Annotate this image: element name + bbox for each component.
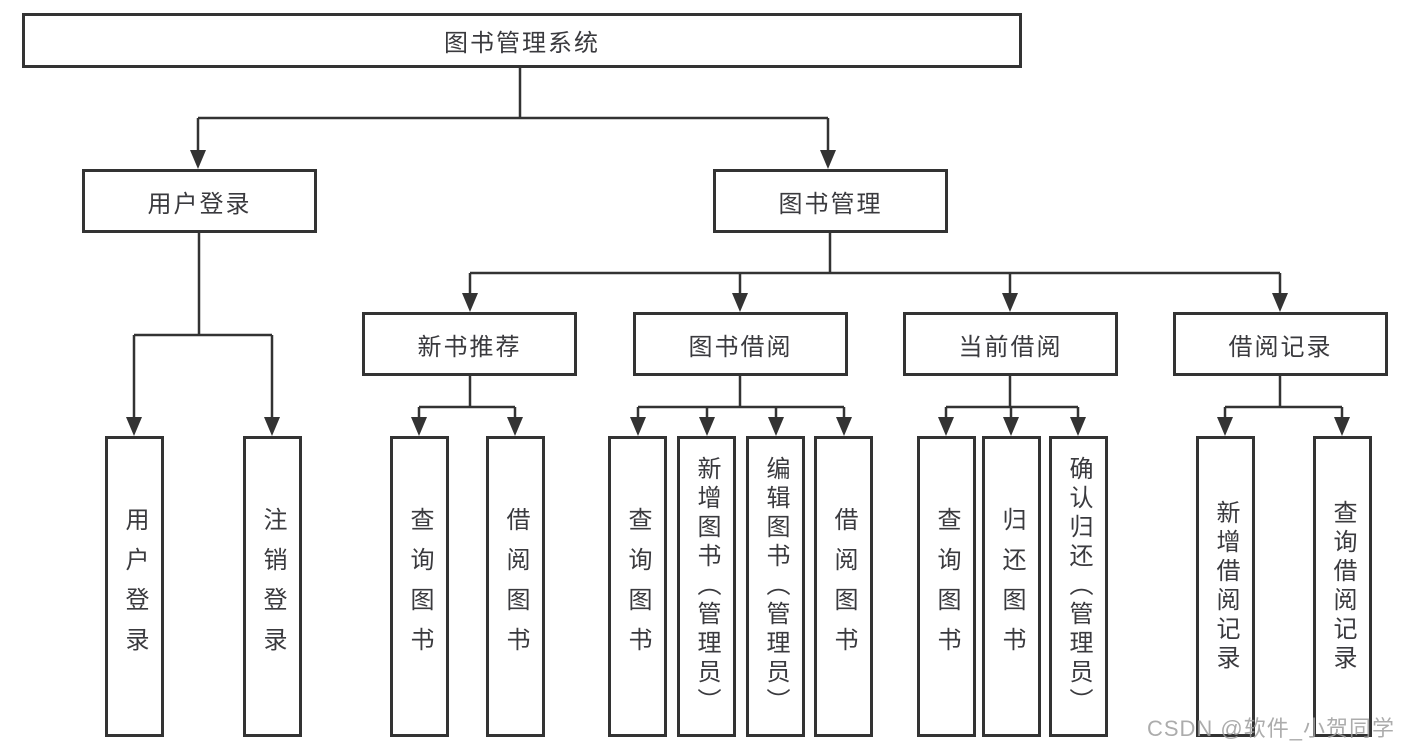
leaf-box-user-login: 用户登录 [105, 436, 164, 737]
node-box-book-borrowing: 图书借阅 [633, 312, 848, 376]
leaf-box-borrow-books-borrowing: 借阅图书 [814, 436, 873, 737]
leaf-box-logout: 注销登录 [243, 436, 302, 737]
node-box-new-book-recommendation: 新书推荐 [362, 312, 577, 376]
leaf-box-edit-books-admin: 编辑图书（管理员） [746, 436, 805, 737]
root-box-library-management-system: 图书管理系统 [22, 13, 1022, 68]
node-box-user-login: 用户登录 [82, 169, 317, 233]
leaf-box-add-borrow-record: 新增借阅记录 [1196, 436, 1255, 737]
leaf-box-confirm-return-admin: 确认归还（管理员） [1049, 436, 1108, 737]
node-box-book-management: 图书管理 [713, 169, 948, 233]
leaf-box-query-books-recommend: 查询图书 [390, 436, 449, 737]
leaf-box-query-books-borrowing: 查询图书 [608, 436, 667, 737]
leaf-box-query-borrow-record: 查询借阅记录 [1313, 436, 1372, 737]
leaf-box-query-books-current: 查询图书 [917, 436, 976, 737]
watermark: CSDN @软件_小贺同学 [1146, 716, 1395, 741]
leaf-box-return-books: 归还图书 [982, 436, 1041, 737]
leaf-box-add-books-admin: 新增图书（管理员） [677, 436, 736, 737]
node-box-borrowing-records: 借阅记录 [1173, 312, 1388, 376]
node-box-current-borrowing: 当前借阅 [903, 312, 1118, 376]
leaf-box-borrow-books-recommend: 借阅图书 [486, 436, 545, 737]
